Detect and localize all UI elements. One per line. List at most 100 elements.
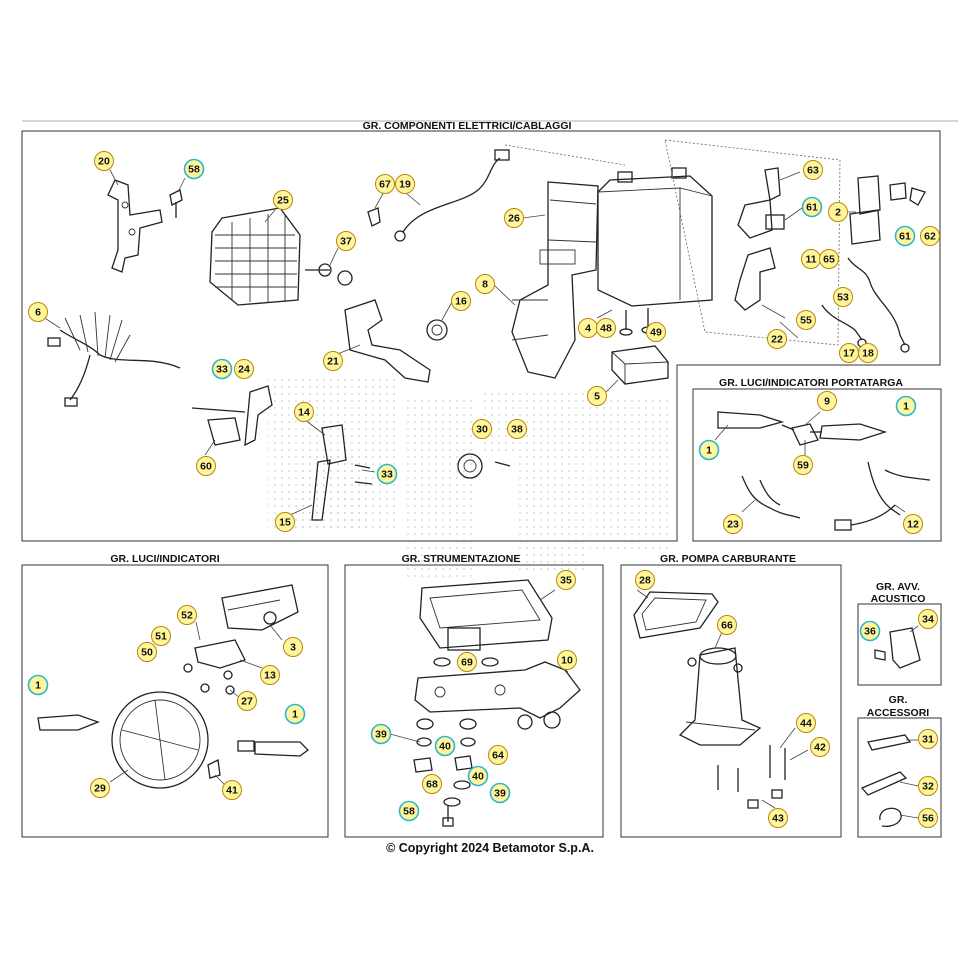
callout-label: 52 (181, 610, 193, 622)
callout-37: 37 (336, 231, 356, 251)
callout-marker (28, 302, 48, 322)
cable-part (394, 149, 510, 242)
callout-label: 6 (35, 307, 41, 319)
panel-horn: GR. AVV. ACUSTICO (857, 581, 942, 686)
callout-marker (596, 318, 616, 338)
fuel-pump-gasket-part (633, 591, 719, 639)
callout-58: 58 (398, 800, 420, 822)
callout-label: 33 (216, 364, 228, 376)
callout-61: 61 (801, 196, 823, 218)
callout-label: 35 (560, 575, 572, 587)
fuel-pump-part (678, 647, 762, 746)
callout-label: 55 (800, 315, 812, 327)
panel-accessories: GR. ACCESSORI (857, 694, 942, 838)
callout-label: 42 (814, 742, 826, 754)
callout-marker (283, 637, 303, 657)
callout-marker (177, 605, 197, 625)
callout-58: 58 (183, 158, 205, 180)
callout-label: 1 (292, 709, 298, 721)
panel-electrical (21, 130, 941, 542)
callout-marker (504, 208, 524, 228)
callout-marker (323, 351, 343, 371)
callout-label: 16 (455, 296, 467, 308)
wiring-harness-part (47, 311, 181, 407)
callout-20: 20 (94, 151, 114, 171)
callout-label: 10 (561, 655, 573, 667)
callout-marker (833, 287, 853, 307)
relay-bracket-part (734, 247, 776, 311)
panel-title-plate-lights: GR. LUCI/INDICATORI PORTATARGA (719, 377, 903, 389)
callout-1: 1 (895, 395, 917, 417)
callout-marker (717, 615, 737, 635)
callout-label: 1 (35, 680, 41, 692)
callout-label: 44 (800, 718, 812, 730)
callout-marker (793, 455, 813, 475)
regulator-part (209, 207, 301, 306)
callout-marker (398, 800, 420, 822)
callout-label: 23 (727, 519, 739, 531)
callout-1: 1 (27, 674, 49, 696)
dashboard-part (419, 579, 553, 651)
callout-marker (918, 729, 938, 749)
callout-26: 26 (504, 208, 524, 228)
callout-68: 68 (422, 774, 442, 794)
callout-53: 53 (833, 287, 853, 307)
callout-23: 23 (723, 514, 743, 534)
callout-64: 64 (488, 745, 508, 765)
callout-label: 49 (650, 327, 662, 339)
callout-label: 38 (511, 424, 523, 436)
callout-14: 14 (294, 402, 314, 422)
callout-marker (587, 386, 607, 406)
callout-marker (284, 703, 306, 725)
callout-66: 66 (717, 615, 737, 635)
callout-43: 43 (768, 808, 788, 828)
wire-part (821, 257, 910, 353)
callout-label: 59 (797, 460, 809, 472)
callout-label: 40 (472, 771, 484, 783)
callout-label: 56 (922, 813, 934, 825)
callout-18: 18 (858, 343, 878, 363)
callout-label: 41 (226, 785, 238, 797)
callout-33: 33 (211, 358, 233, 380)
callout-52: 52 (177, 605, 197, 625)
callout-marker (234, 359, 254, 379)
callout-marker (828, 202, 848, 222)
callout-marker (90, 778, 110, 798)
callout-marker (457, 652, 477, 672)
callout-label: 62 (924, 231, 936, 243)
callout-10: 10 (557, 650, 577, 670)
control-module-part (611, 345, 669, 385)
callout-36: 36 (859, 620, 881, 642)
callout-label: 67 (379, 179, 391, 191)
panel-title-horn-line1: GR. AVV. (876, 581, 920, 593)
horn-part (874, 627, 921, 669)
callout-marker (918, 776, 938, 796)
callout-29: 29 (90, 778, 110, 798)
callout-marker (767, 329, 787, 349)
callout-11: 11 (801, 249, 821, 269)
callout-marker (434, 735, 456, 757)
panel-title-lights: GR. LUCI/INDICATORI (110, 553, 219, 565)
callout-marker (375, 174, 395, 194)
callout-label: 64 (492, 750, 504, 762)
callout-marker (801, 196, 823, 218)
callout-15: 15 (275, 512, 295, 532)
leader-lines (39, 169, 919, 819)
callout-24: 24 (234, 359, 254, 379)
callout-2: 2 (828, 202, 848, 222)
callout-label: 37 (340, 236, 352, 248)
callout-label: 39 (375, 729, 387, 741)
callout-5: 5 (587, 386, 607, 406)
callout-41: 41 (222, 780, 242, 800)
callout-label: 4 (585, 323, 591, 335)
callout-label: 61 (806, 202, 818, 214)
callout-marker (920, 226, 940, 246)
callout-56: 56 (918, 808, 938, 828)
callout-42: 42 (810, 737, 830, 757)
callout-marker (817, 391, 837, 411)
callout-marker (489, 782, 511, 804)
panel-title-horn-line2: ACUSTICO (871, 593, 926, 605)
callout-63: 63 (803, 160, 823, 180)
callout-label: 29 (94, 783, 106, 795)
battery-holder-part (511, 181, 599, 379)
